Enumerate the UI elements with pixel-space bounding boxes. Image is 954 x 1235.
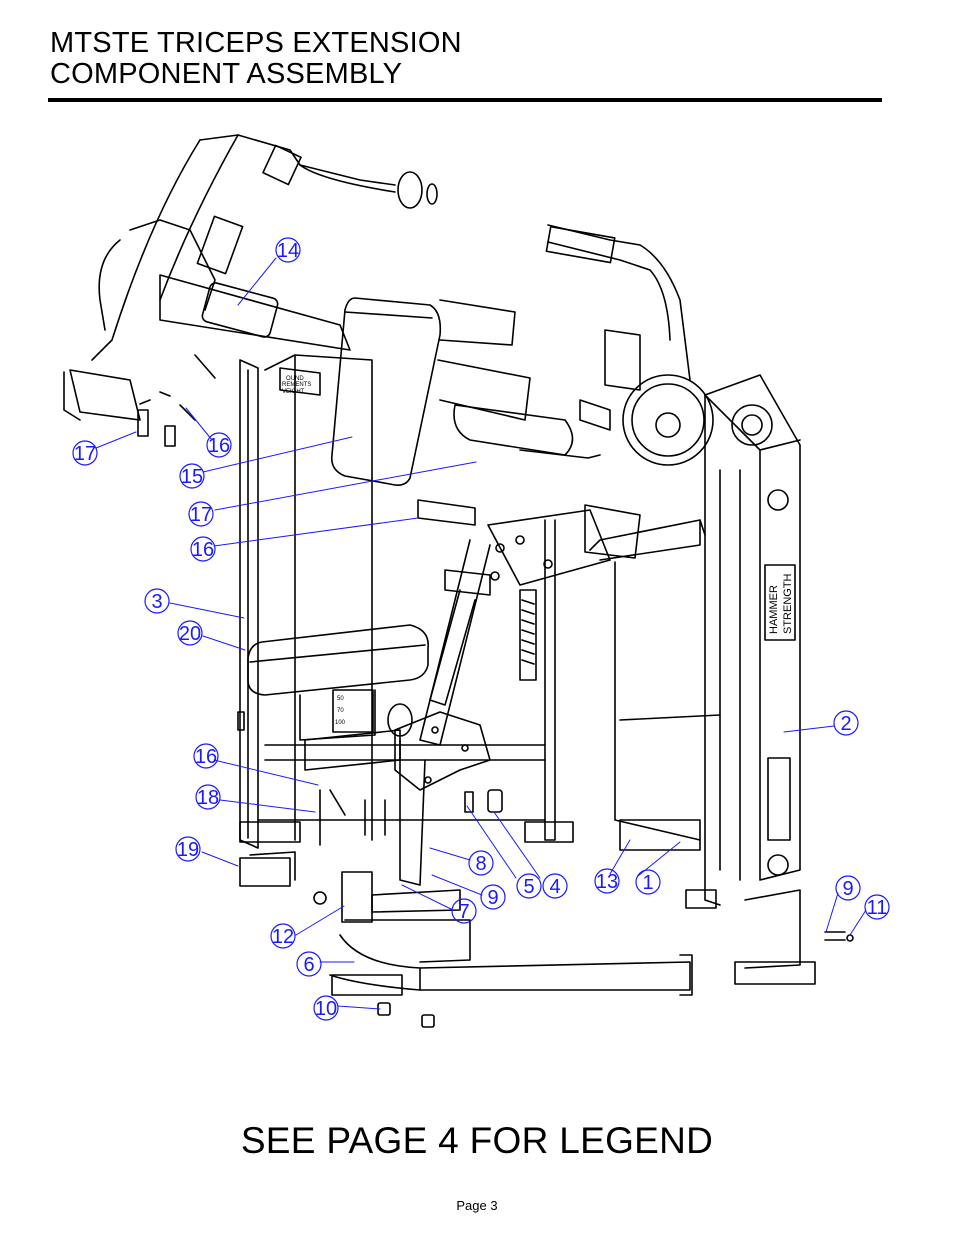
svg-text:1: 1 [642,872,653,894]
callout-18: 18 [195,784,221,810]
base-tube [239,851,693,996]
callout-11: 11 [864,894,890,920]
svg-text:17: 17 [190,504,212,526]
svg-text:9: 9 [842,878,853,900]
right-arm-assembly [453,224,714,466]
legend-note: SEE PAGE 4 FOR LEGEND [240,1120,714,1161]
upper-arm-assembly [63,134,438,447]
callout-2: 2 [833,710,859,736]
svg-text:16: 16 [195,746,217,768]
callout-13: 13 [594,868,620,894]
weight-placard: OUND REMENTS VEIGHT [279,367,321,396]
page-number: Page 3 [456,1198,498,1213]
back-pad [330,297,531,486]
svg-text:2: 2 [840,713,851,735]
callout-6: 6 [296,951,322,977]
callout-14: 14 [275,237,301,263]
svg-text:17: 17 [74,443,96,465]
callout-8: 8 [468,850,494,876]
stack-label-100: 100 [335,720,346,726]
svg-text:13: 13 [596,871,618,893]
brand-line-1: HAMMER [768,585,780,634]
svg-text:3: 3 [151,591,162,613]
callout-7: 7 [451,898,477,924]
callouts: 14 17 16 15 17 16 3 20 2 16 18 19 8 5 4 … [72,237,890,1021]
callout-20: 20 [177,620,203,646]
callout-9b: 9 [480,884,506,910]
title-line-2: COMPONENT ASSEMBLY [50,58,403,90]
svg-text:5: 5 [523,876,534,898]
callout-9a: 9 [835,875,861,901]
svg-text:11: 11 [867,897,888,919]
callout-3: 3 [144,588,170,614]
svg-text:12: 12 [272,926,294,948]
center-linkage [417,499,706,746]
callout-5: 5 [516,873,542,899]
callout-10: 10 [313,995,339,1021]
callout-4: 4 [542,873,568,899]
callout-1: 1 [635,869,661,895]
placard-text-3: VEIGHT [282,389,305,395]
callout-16a: 16 [206,432,232,458]
svg-text:8: 8 [475,853,486,875]
stack-label-50: 50 [337,696,344,702]
svg-text:19: 19 [177,839,199,861]
svg-text:9: 9 [487,887,498,909]
svg-text:20: 20 [179,623,201,645]
svg-text:16: 16 [208,435,230,457]
left-frame [237,354,574,849]
callout-17a: 17 [72,440,98,466]
callout-12: 12 [270,923,296,949]
callout-16b: 16 [190,536,216,562]
svg-text:16: 16 [192,539,214,561]
right-frame: HAMMER STRENGTH [599,374,816,985]
page-title: MTSTE TRICEPS EXTENSION COMPONENT ASSEMB… [50,28,462,90]
svg-text:6: 6 [303,954,314,976]
callout-19: 19 [175,836,201,862]
svg-text:10: 10 [315,998,337,1020]
callout-17b: 17 [188,501,214,527]
callout-15: 15 [179,463,205,489]
stack-label-70: 70 [337,708,344,714]
svg-text:15: 15 [181,466,203,488]
brand-line-2: STRENGTH [782,573,794,634]
title-rule [48,98,882,102]
svg-text:4: 4 [549,876,560,898]
svg-text:7: 7 [458,901,469,923]
seat-pad: 50 70 100 [247,624,429,771]
placard-text-2: REMENTS [282,382,311,388]
callout-16c: 16 [193,743,219,769]
placard-text-1: OUND [286,376,304,382]
svg-text:18: 18 [197,787,219,809]
svg-text:14: 14 [277,240,299,262]
title-line-1: MTSTE TRICEPS EXTENSION [50,27,462,59]
